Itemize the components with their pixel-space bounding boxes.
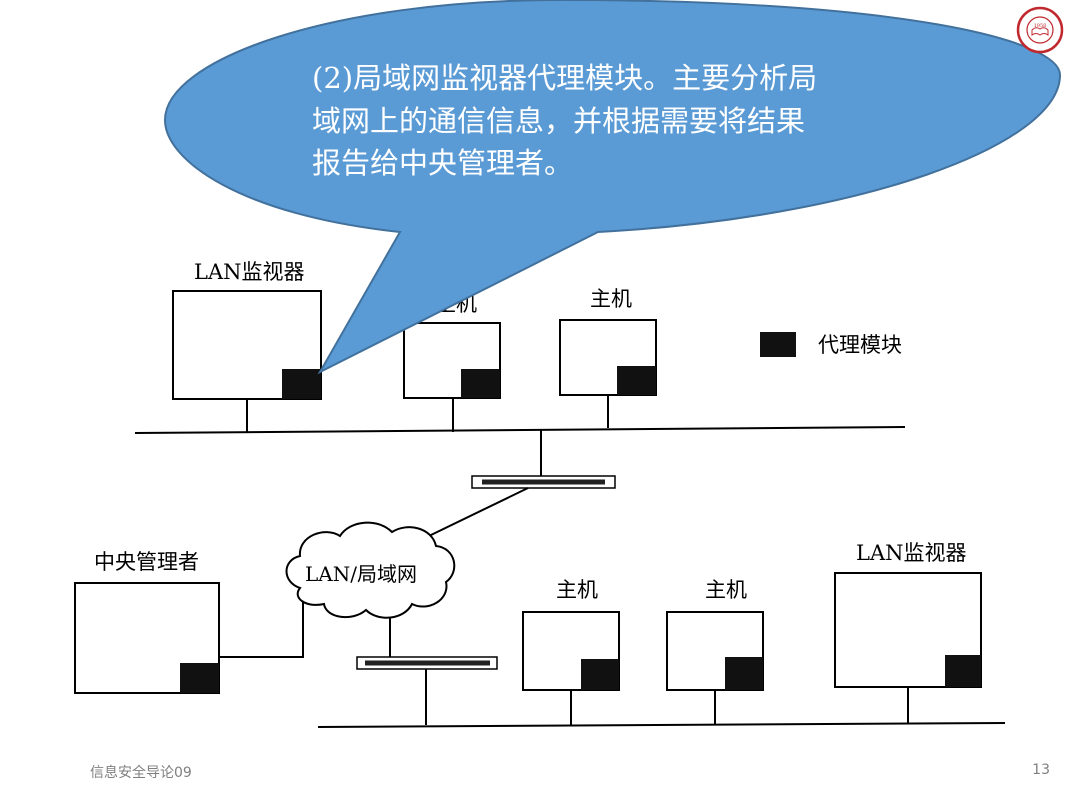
lan-monitor-top-box [172, 290, 322, 400]
top-lan-bus [134, 426, 906, 434]
bottom-lan-bus [317, 722, 1006, 728]
agent-module-square [282, 369, 321, 399]
diagram-labels: LAN监视器 主机 主机 代理模块 中央管理者 LAN/局域网 主机 主机 LA… [94, 260, 967, 602]
logo-year: 1958 [1034, 23, 1047, 29]
host-top-2-box [559, 319, 657, 396]
page-number: 13 [1032, 762, 1050, 778]
agent-module-square [617, 366, 656, 395]
university-logo: 1958 [1016, 6, 1064, 54]
logo-outer-ring [1016, 6, 1064, 54]
lan-cloud [285, 521, 456, 619]
host-top-1-box [403, 322, 501, 399]
agent-module-square [581, 659, 619, 690]
logo-book-icon [1031, 27, 1049, 36]
agent-module-square [180, 663, 219, 693]
callout-line-1: (2)局域网监视器代理模块。主要分析局 [312, 61, 817, 95]
host-top-2-label: 主机 [590, 287, 632, 311]
speech-callout: (2)局域网监视器代理模块。主要分析局 域网上的通信信息，并根据需要将结果 报告… [163, 0, 1062, 375]
host-bottom-2-label: 主机 [705, 578, 747, 602]
legend-swatch [760, 332, 796, 357]
lan-monitor-top-label: LAN监视器 [194, 260, 305, 284]
callout-line-3: 报告给中央管理者。 [312, 146, 573, 180]
central-manager-box [74, 582, 220, 694]
footer-course: 信息安全导论09 [90, 765, 192, 781]
legend-agent-label: 代理模块 [818, 333, 902, 357]
callout-line-2: 域网上的通信信息，并根据需要将结果 [312, 104, 805, 138]
host-bottom-2-box [666, 611, 764, 691]
top-switch [471, 475, 616, 489]
callout-bubble [163, 0, 1062, 375]
host-bottom-1-box [522, 611, 620, 691]
logo-inner-ring [1026, 16, 1054, 44]
agent-modules [180, 332, 981, 693]
central-manager-label: 中央管理者 [94, 550, 199, 574]
manager-link [220, 595, 304, 658]
agent-module-square [725, 657, 763, 690]
host-bottom-1-label: 主机 [556, 578, 598, 602]
agent-module-square [461, 369, 500, 398]
agent-module-square [945, 655, 981, 687]
callout-text: (2)局域网监视器代理模块。主要分析局 域网上的通信信息，并根据需要将结果 报告… [312, 61, 817, 180]
cloud-label: LAN/局域网 [305, 562, 417, 586]
lan-monitor-bottom-box [834, 572, 982, 688]
network-diagram [74, 290, 1006, 728]
lan-monitor-bottom-label: LAN监视器 [856, 541, 967, 565]
